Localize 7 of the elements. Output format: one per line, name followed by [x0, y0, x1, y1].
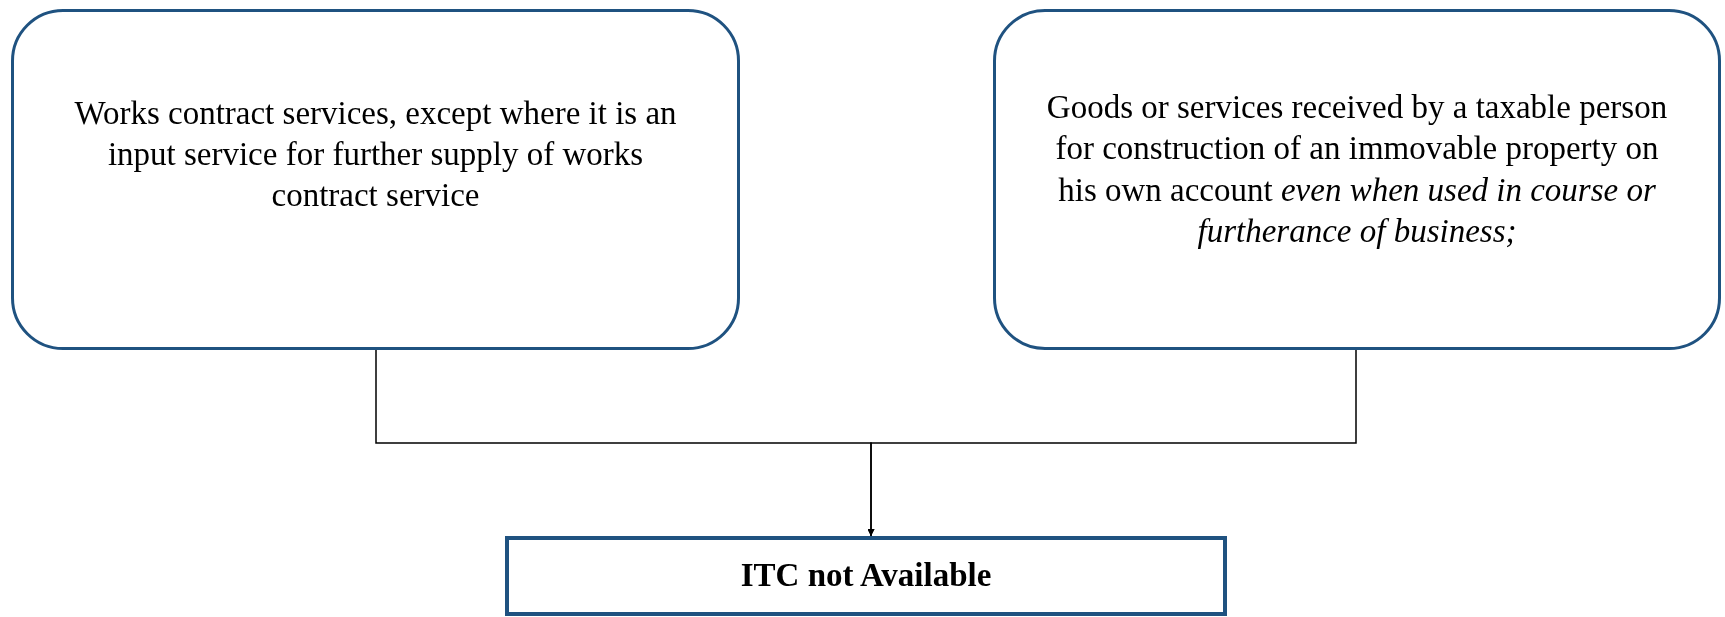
box-text: Works contract services, except where it is an input service for further supply of works contract service [73, 93, 678, 216]
box-text: Goods or services received by a taxable person for construction of an immovable property on his own account even when used in course or furtherance of business; [1045, 88, 1669, 251]
result-box [505, 536, 1227, 616]
rounded-box [993, 9, 1721, 350]
connector-arrow [867, 349, 1357, 537]
rounded-box [11, 9, 740, 350]
result-label: ITC not Available [740, 556, 992, 596]
